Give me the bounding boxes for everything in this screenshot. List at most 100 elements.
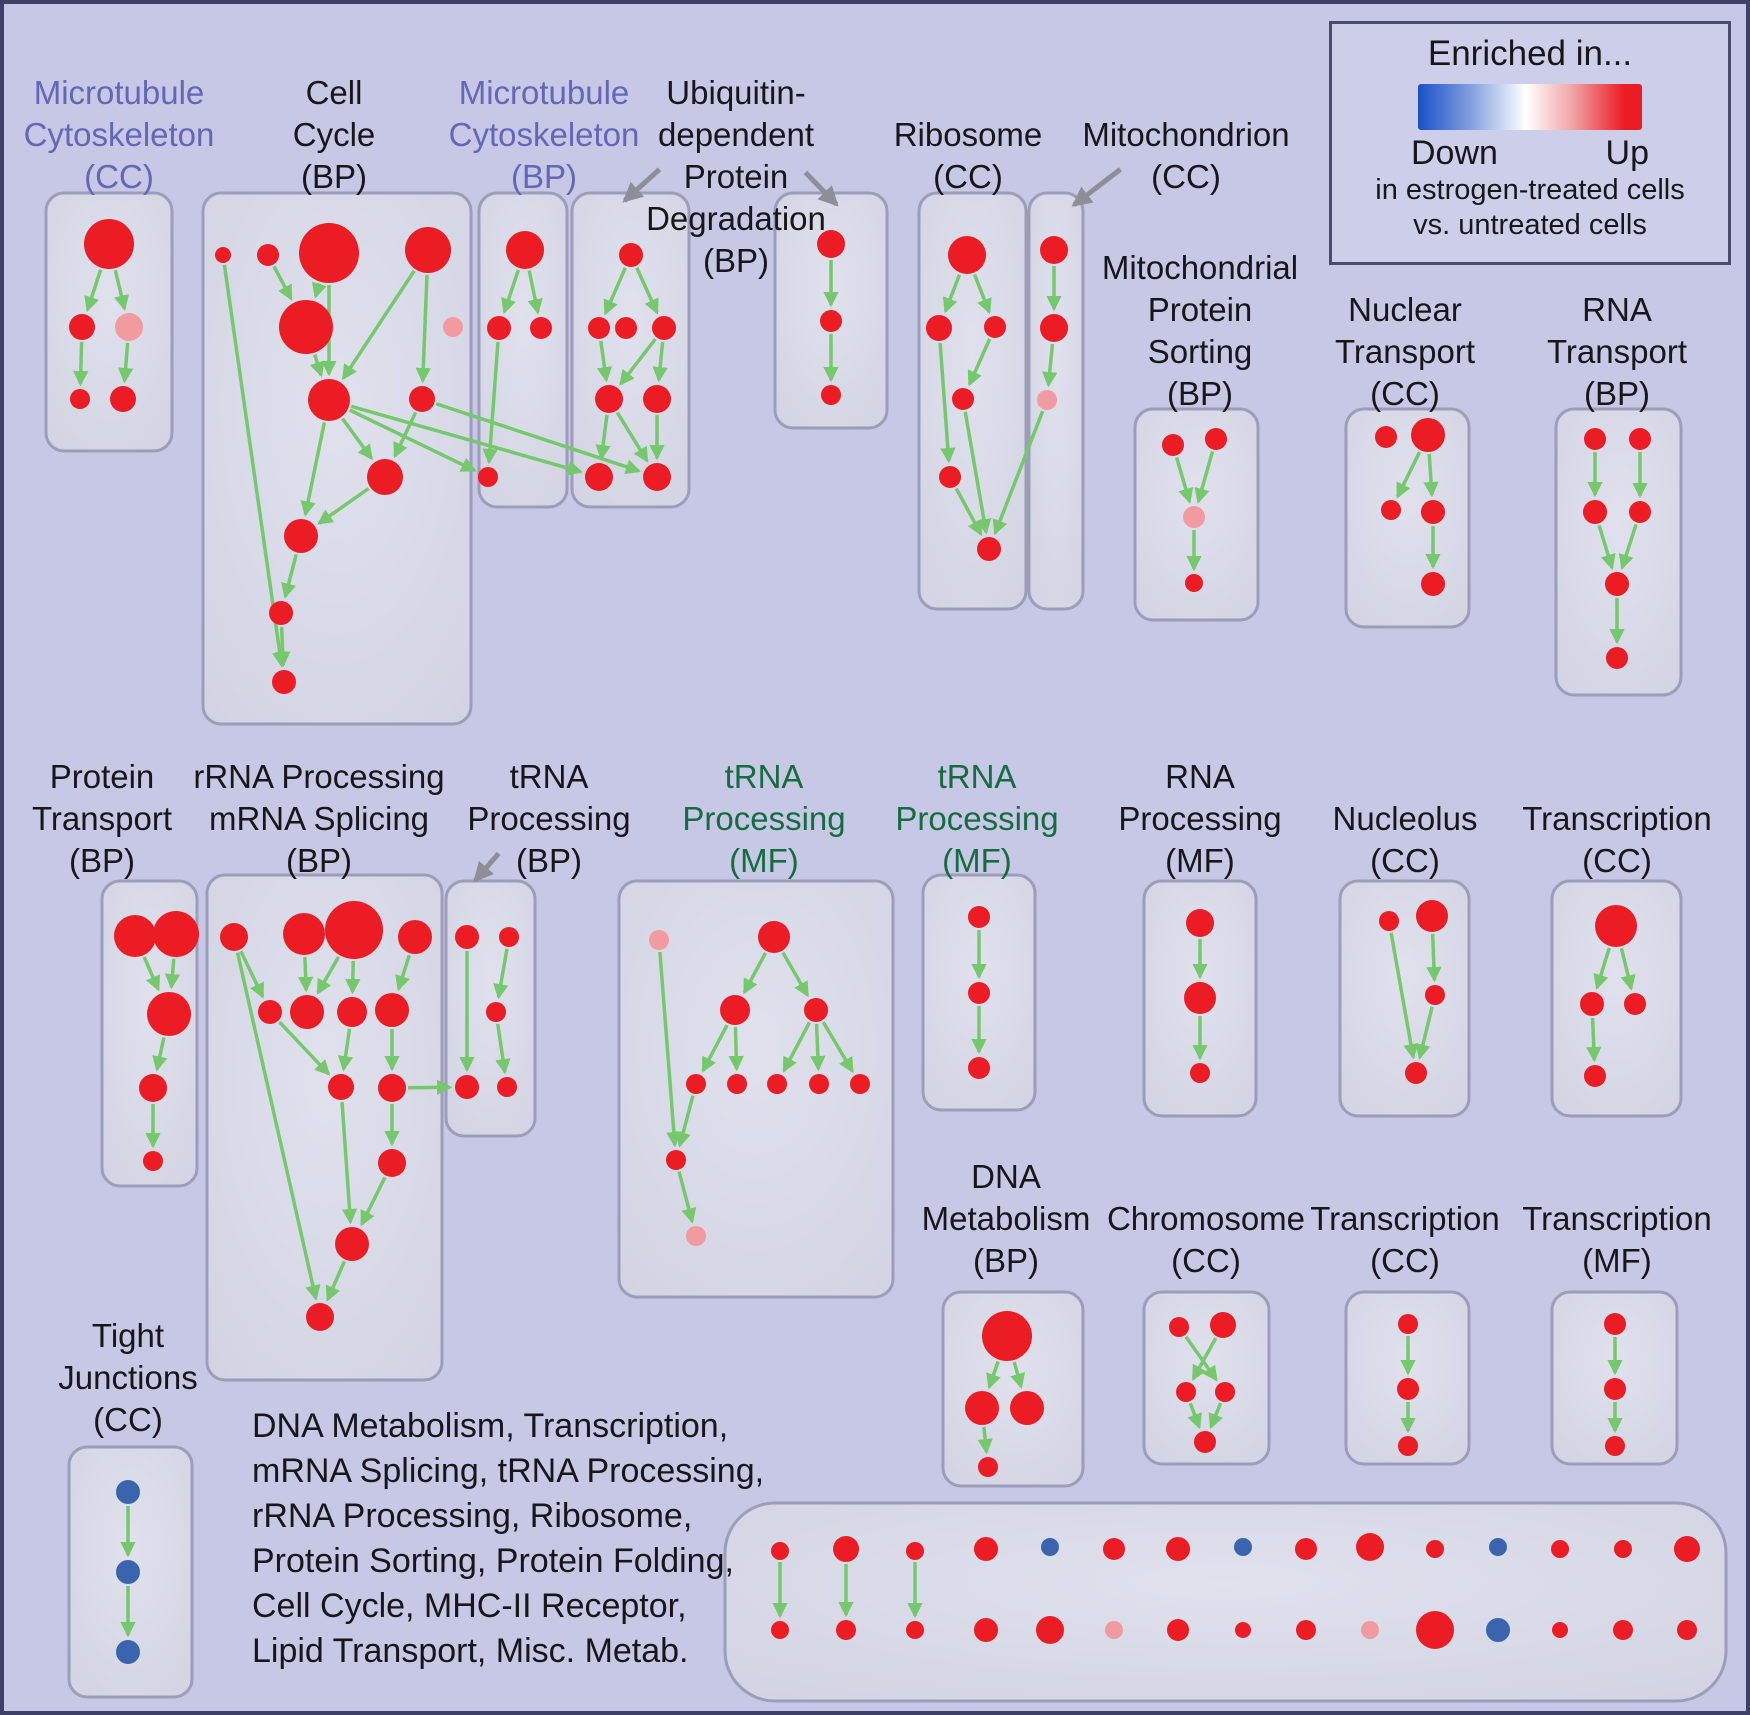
go-node-misc-metab-27: [1552, 1622, 1568, 1638]
edge-arrow: [309, 354, 325, 378]
go-node-misc-metab-25: [1416, 1611, 1454, 1649]
edge-arrow: [1415, 1006, 1434, 1060]
go-node-misc-metab-26: [1486, 1618, 1510, 1642]
edge-arrow: [300, 422, 327, 517]
go-node-trna-processing-mf-1-8: [850, 1074, 870, 1094]
go-node-nuclear-transport-cc-2: [1381, 500, 1401, 520]
legend-subtitle-line1: in estrogen-treated cells: [1375, 174, 1685, 206]
go-node-dna-metabolism-bp-2: [1010, 1391, 1044, 1425]
go-node-mito-protein-sorting-bp-3: [1185, 574, 1203, 592]
edge-arrow: [395, 954, 411, 992]
cluster-box-ubiquitin-deg-bp-a: [570, 191, 691, 509]
go-node-rna-transport-bp-3: [1629, 501, 1651, 523]
go-node-tight-junctions-cc-1: [116, 1560, 140, 1584]
misc-line-6: Lipid Transport, Misc. Metab.: [252, 1632, 689, 1670]
go-node-rrna-mrna-bp-3: [398, 920, 432, 954]
go-node-nuclear-transport-cc-3: [1421, 500, 1445, 524]
go-node-protein-transport-bp-4: [143, 1151, 163, 1171]
go-node-trna-processing-bp-1: [499, 927, 519, 947]
go-node-trna-processing-mf-1-0: [649, 930, 669, 950]
go-node-ubiquitin-deg-bp-b-0: [817, 230, 845, 258]
misc-line-1: DNA Metabolism, Transcription,: [252, 1407, 729, 1445]
go-node-cell-cycle-bp-6: [308, 379, 350, 421]
go-node-ubiquitin-deg-bp-b-2: [821, 385, 841, 405]
edge-arrow: [73, 341, 89, 387]
go-node-cell-cycle-bp-2: [299, 223, 359, 283]
go-node-misc-metab-17: [906, 1621, 924, 1639]
cluster-box-protein-transport-bp: [100, 879, 199, 1188]
edge-arrow: [1423, 453, 1439, 498]
go-node-trna-processing-mf-1-7: [809, 1074, 829, 1094]
go-node-ubiquitin-deg-bp-b-1: [820, 310, 842, 332]
edge-arrow: [435, 402, 642, 475]
go-node-chromosome-cc-3: [1215, 1382, 1235, 1402]
edge-arrow: [595, 414, 611, 461]
edge-arrow: [1042, 343, 1058, 388]
edge-arrow: [312, 281, 327, 299]
go-node-mt-cc-4: [110, 386, 136, 412]
go-node-misc-metab-6: [1166, 1537, 1190, 1561]
edge-arrow: [728, 1026, 744, 1072]
go-node-rna-processing-mf-1: [1184, 982, 1216, 1014]
go-node-misc-metab-24: [1361, 1621, 1379, 1639]
go-node-misc-metab-14: [1674, 1536, 1700, 1562]
legend-up-label: Up: [1605, 134, 1649, 172]
go-node-chromosome-cc-4: [1194, 1431, 1216, 1453]
go-node-trna-processing-bp-2: [486, 1002, 506, 1022]
go-node-misc-metab-11: [1489, 1538, 1507, 1556]
go-node-trna-processing-bp-3: [455, 1075, 479, 1099]
go-node-trna-processing-mf-1-10: [686, 1226, 706, 1246]
go-node-misc-metab-9: [1356, 1533, 1384, 1561]
go-node-cell-cycle-bp-11: [272, 670, 296, 694]
legend-scale-labels: Down Up: [1411, 134, 1649, 173]
cluster-box-mt-cc: [44, 191, 174, 453]
go-node-nucleolus-cc-1: [1416, 900, 1448, 932]
go-node-cell-cycle-bp-3: [405, 227, 451, 273]
go-node-misc-metab-19: [1036, 1616, 1064, 1644]
edge-arrow: [1184, 1335, 1218, 1382]
edge-arrow: [113, 269, 129, 311]
edge-arrow: [1010, 1361, 1026, 1390]
cluster-box-nuclear-transport-cc: [1344, 407, 1471, 629]
edge-arrow: [235, 952, 321, 1301]
edge-arrow: [272, 265, 293, 301]
cluster-box-mt-bp: [477, 191, 569, 509]
go-node-dna-metabolism-bp-1: [965, 1391, 999, 1425]
go-node-transcription-cc-1-2: [1624, 993, 1646, 1015]
go-node-rrna-mrna-bp-1: [283, 913, 325, 955]
go-node-transcription-cc-2-1: [1397, 1378, 1419, 1400]
go-node-transcription-cc-1-0: [1595, 905, 1637, 947]
go-node-misc-metab-21: [1167, 1619, 1189, 1641]
go-node-trna-processing-mf-1-3: [804, 998, 828, 1022]
go-node-misc-metab-18: [974, 1618, 998, 1642]
go-node-protein-transport-bp-2: [147, 992, 191, 1036]
go-node-chromosome-cc-1: [1210, 1312, 1236, 1338]
go-node-trna-processing-mf-2-2: [968, 1057, 990, 1079]
go-node-nucleolus-cc-3: [1405, 1062, 1427, 1084]
edge-arrow: [1586, 1017, 1602, 1063]
go-node-mitochondrion-cc-2: [1037, 390, 1057, 410]
go-node-rrna-mrna-bp-7: [375, 993, 409, 1027]
edge-arrow: [1191, 1337, 1218, 1381]
edge-arrow: [501, 269, 521, 315]
go-node-misc-metab-13: [1614, 1540, 1632, 1558]
edge-arrow: [1593, 947, 1611, 990]
go-node-misc-metab-23: [1296, 1620, 1316, 1640]
edge-arrow: [1396, 451, 1422, 499]
edge-arrow: [117, 342, 134, 384]
legend-gradient-bar: [1418, 84, 1642, 130]
edge-arrow: [407, 1079, 453, 1096]
go-node-rna-transport-bp-5: [1606, 647, 1628, 669]
go-node-ubiquitin-deg-bp-a-5: [643, 385, 671, 413]
edge-arrow: [493, 948, 509, 1000]
edge-arrow: [360, 1176, 387, 1227]
go-node-transcription-mf-2: [1605, 1436, 1625, 1456]
go-node-ribosome-cc-5: [977, 537, 1001, 561]
go-node-nuclear-transport-cc-4: [1421, 572, 1445, 596]
